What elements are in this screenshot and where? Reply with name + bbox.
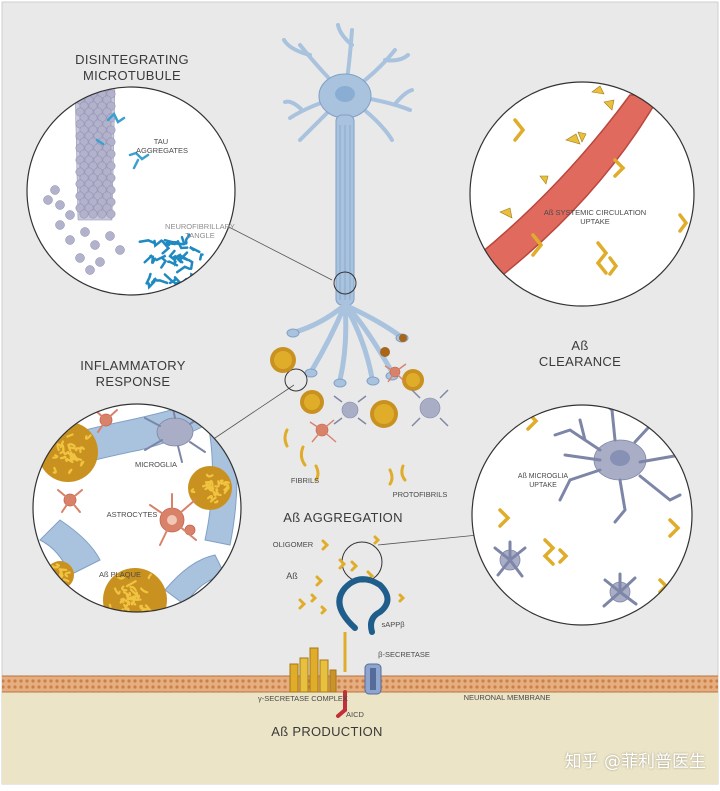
- label-neuronal-membrane: NEURONAL MEMBRANE: [463, 693, 551, 702]
- label-microglia-uptake: Aß MICROGLIA UPTAKE: [508, 472, 578, 490]
- label-line: TAU: [153, 137, 169, 146]
- label-line: UPTAKE: [529, 482, 557, 489]
- label-inflammatory-response: INFLAMMATORY RESPONSE: [68, 358, 198, 390]
- neuronal-membrane: [2, 676, 718, 692]
- axon-zoom-marker: [333, 271, 357, 295]
- microtubule-zoom-circle: [26, 86, 236, 296]
- label-microglia: MICROGLIA: [134, 460, 178, 469]
- label-neurofibrillary-tangle: NEUROFIBRILLARY TANGLE: [165, 222, 235, 240]
- label-tau-aggregates: TAU AGGREGATES: [136, 137, 188, 155]
- label-line: Aß: [571, 338, 589, 353]
- neuron: [282, 23, 414, 388]
- label-disintegrating-microtubule: DISINTEGRATING MICROTUBULE: [62, 52, 202, 84]
- synaptic-aggregates: [270, 334, 449, 443]
- label-line: RESPONSE: [95, 374, 171, 389]
- label-astrocytes: ASTROCYTES: [106, 510, 158, 519]
- label-sappb: sAPPβ: [381, 620, 405, 629]
- watermark: 知乎 @菲利普医生: [564, 752, 706, 772]
- synapse-zoom-marker: [284, 368, 308, 392]
- label-oligomer: OLIGOMER: [272, 540, 314, 549]
- label-line: AGGREGATES: [136, 146, 188, 155]
- systemic-circulation-zoom-circle: [469, 81, 695, 307]
- label-line: CLEARANCE: [538, 354, 622, 369]
- app-protein: [336, 576, 391, 718]
- label-line: TANGLE: [185, 231, 215, 240]
- connector-lines: [211, 224, 479, 546]
- label-aicd: AICD: [346, 710, 364, 719]
- microglia-uptake-zoom-circle: [471, 404, 693, 626]
- label-ab: Aß: [286, 571, 298, 581]
- label-line: UPTAKE: [580, 217, 610, 226]
- label-ab-plaque: Aß PLAQUE: [98, 570, 142, 579]
- label-line: MICROTUBULE: [83, 68, 181, 83]
- cytoplasm-region: [2, 690, 718, 784]
- label-line: NEUROFIBRILLARY: [165, 222, 235, 231]
- label-line: DISINTEGRATING: [75, 52, 189, 67]
- label-ab-aggregation: Aß AGGREGATION: [283, 510, 403, 525]
- label-beta-secretase: β-SECRETASE: [378, 650, 430, 659]
- label-ab-production: Aß PRODUCTION: [271, 724, 383, 739]
- beta-secretase: [364, 663, 382, 695]
- label-gamma-secretase: γ-SECRETASE COMPLEX: [258, 694, 348, 703]
- label-systemic-uptake: Aß SYSTEMIC CIRCULATION UPTAKE: [540, 208, 650, 226]
- label-line: Aß MICROGLIA: [517, 473, 569, 480]
- label-protofibrils: PROTOFIBRILS: [392, 490, 448, 499]
- label-fibrils: FIBRILS: [290, 476, 320, 485]
- gamma-secretase-complex: [289, 647, 337, 693]
- amyloid-species: [283, 428, 407, 615]
- label-line: Aß SYSTEMIC CIRCULATION: [543, 208, 647, 217]
- label-line: INFLAMMATORY: [80, 358, 186, 373]
- label-ab-clearance: Aß CLEARANCE: [535, 338, 625, 370]
